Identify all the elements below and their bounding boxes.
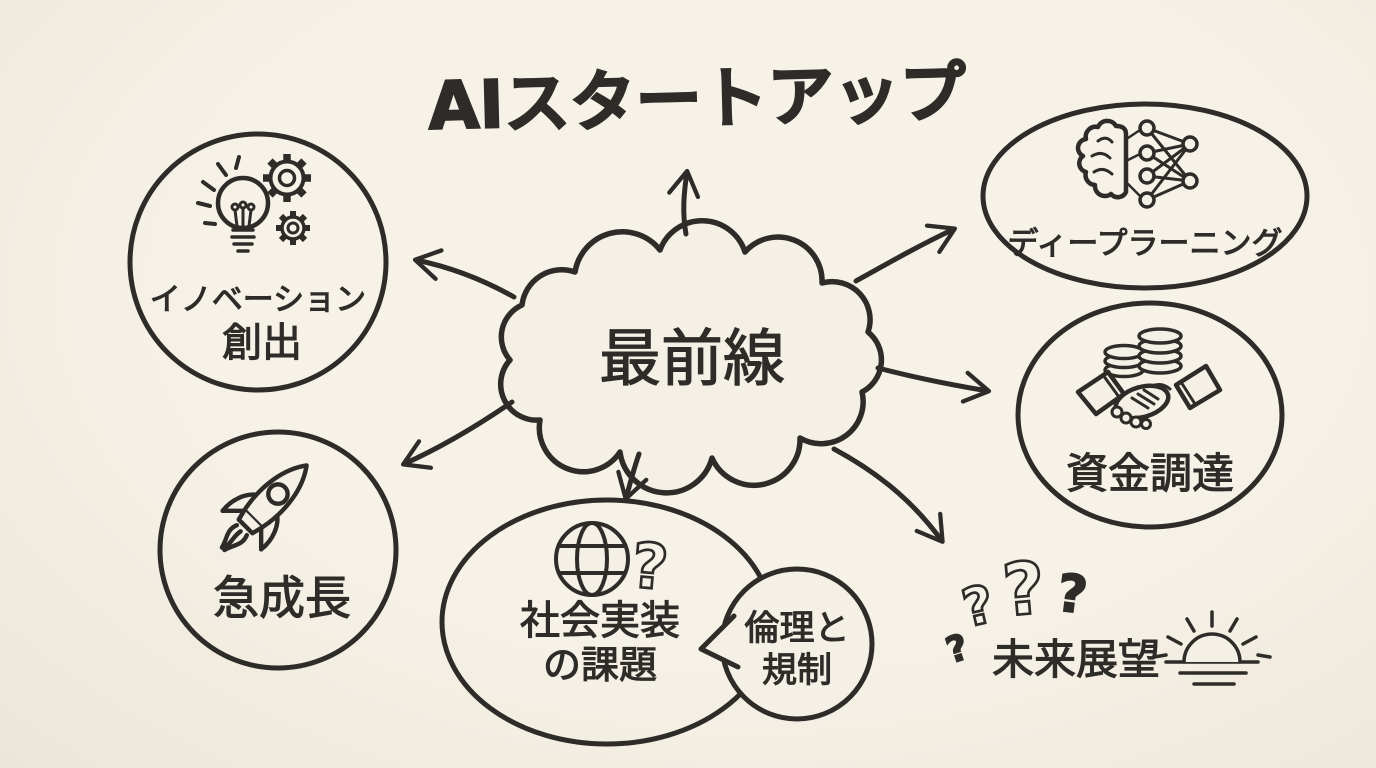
arrow-to-title [667,168,701,237]
gear-large-icon [263,154,311,202]
ethics-label-line2: 規制 [762,651,832,691]
coins-icon [1103,327,1183,379]
deep-learning-ellipse [980,101,1310,291]
growth-circle [157,429,399,671]
innovation-label-line1: イノベーション [150,282,366,318]
arrow-to-growth [400,399,515,470]
arrow-to-social-issues [616,451,649,502]
social-issues-label-line1: 社会実装 [520,598,680,644]
arrow-to-deep-learning [853,223,958,284]
handshake-icon [1075,363,1223,430]
question-mark-icon: ? [999,545,1048,632]
question-mark-icon: ? [629,529,671,605]
arrow-to-funding [875,365,992,404]
growth-label: 急成長 [213,571,351,625]
arrow-to-innovation [412,248,517,300]
page-title: AIスタートアップ [427,54,966,145]
arrow-to-future [831,446,945,544]
question-mark-icon: ? [957,574,1000,639]
funding-label: 資金調達 [1066,449,1234,498]
ethics-bubble [698,566,875,722]
deep-learning-label: ディープラーニング [1008,226,1283,262]
brain-icon [1075,118,1129,200]
social-issues-label-line2: の課題 [543,643,657,687]
future-label: 未来展望 [992,635,1160,684]
center-cloud [498,218,885,496]
funding-ellipse [1015,300,1285,530]
neural-network-icon [1126,119,1199,209]
gear-small-icon [276,211,310,245]
rocket-icon [219,463,309,553]
globe-icon [554,521,630,597]
question-mark-icon: ? [1053,563,1090,626]
center-label: 最前線 [599,322,785,395]
sunrise-icon [1152,610,1272,686]
innovation-circle [127,131,389,393]
lightbulb-icon [196,155,271,253]
innovation-label-line2: 創出 [222,320,302,366]
light-rays-icon [196,155,241,226]
ethics-label-line1: 倫理と [744,609,849,649]
